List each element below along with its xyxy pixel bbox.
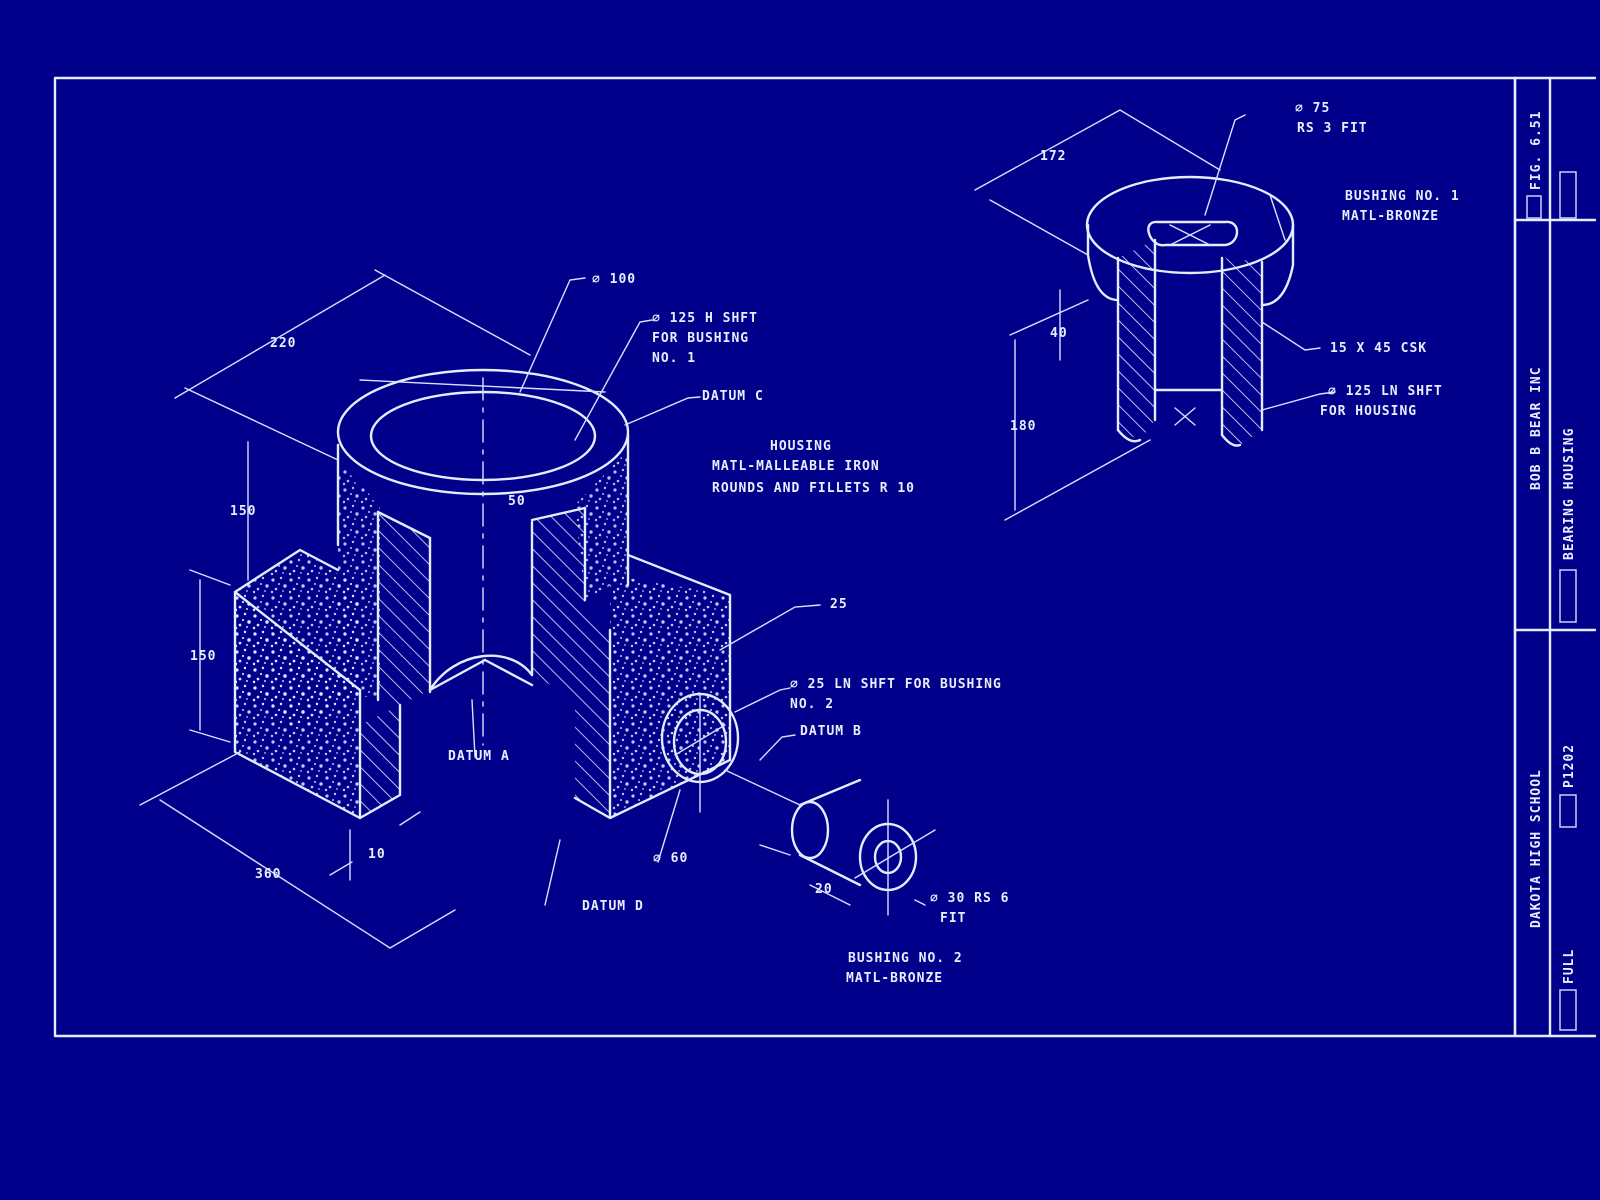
label-dim-10: 10 [368,847,386,862]
label-dim-40: 40 [1050,326,1068,341]
label-fit-b1-2: RS 3 FIT [1297,121,1368,136]
label-dim-20: 20 [815,882,833,897]
label-dim-220: 220 [270,336,296,351]
label-dia-60: ⌀ 60 [653,851,688,866]
label-fit-b1-1: ⌀ 75 [1295,101,1330,116]
housing-section-left [360,512,430,818]
label-csk: 15 X 45 CSK [1330,341,1427,356]
label-dim-172: 172 [1040,149,1066,164]
note-bushing2-shaft-2: NO. 2 [790,697,834,712]
title-scale: FULL [1562,949,1577,984]
bushing1-drawing [974,109,1336,521]
label-datum-a: DATUM A [448,749,510,764]
note-housing-3: ROUNDS AND FILLETS R 10 [712,481,915,496]
label-bushing1-1: BUSHING NO. 1 [1345,189,1460,204]
label-datum-d: DATUM D [582,899,644,914]
label-dim-50: 50 [508,494,526,509]
label-dim-180: 180 [1010,419,1036,434]
label-datum-c: DATUM C [702,389,764,404]
label-dim-150-left: 150 [190,649,216,664]
label-dia-100: ⌀ 100 [592,272,636,287]
label-dim-25: 25 [830,597,848,612]
title-sheet: P1202 [1562,744,1577,788]
bushing1-section-right [1222,258,1262,445]
title-part: BEARING HOUSING [1562,428,1577,560]
label-datum-b: DATUM B [800,724,862,739]
title-school: DAKOTA HIGH SCHOOL [1529,769,1544,928]
housing-section-right [532,508,610,818]
note-housing-shaft-1: ⌀ 125 LN SHFT [1328,384,1443,399]
note-bushing1-shaft-3: NO. 1 [652,351,696,366]
bushing2-drawing [724,769,936,916]
label-fit-b2-1: ⌀ 30 RS 6 [930,891,1009,906]
housing-left-front-face [235,592,360,818]
housing-drawing [139,269,821,949]
note-housing-shaft-2: FOR HOUSING [1320,404,1417,419]
label-bushing2-2: MATL-BRONZE [846,971,943,986]
label-bushing1-2: MATL-BRONZE [1342,209,1439,224]
note-housing-2: MATL-MALLEABLE IRON [712,459,880,474]
sheet-border [53,76,1517,1038]
label-dim-360: 360 [255,867,281,882]
bushing2-annotations: 20 ⌀ 30 RS 6 FIT BUSHING NO. 2 MATL-BRON… [815,882,1009,986]
note-bushing1-shaft-2: FOR BUSHING [652,331,749,346]
title-company: BOB B BEAR INC [1529,366,1544,490]
housing-annotations: ⌀ 100 ⌀ 125 H SHFT FOR BUSHING NO. 1 DAT… [190,272,1002,914]
title-block: FIG. 6.51 BOB B BEAR INC BEARING HOUSING… [1513,76,1597,1038]
note-bushing2-shaft-1: ⌀ 25 LN SHFT FOR BUSHING [790,677,1002,692]
bushing1-annotations: 172 ⌀ 75 RS 3 FIT BUSHING NO. 1 MATL-BRO… [1010,101,1460,434]
bushing1-section-left [1118,240,1155,440]
title-fig: FIG. 6.51 [1529,111,1544,190]
label-fit-b2-2: FIT [940,911,966,926]
label-dim-150-upper: 150 [230,504,256,519]
note-bushing1-shaft-1: ⌀ 125 H SHFT [652,311,758,326]
note-housing-1: HOUSING [770,439,832,454]
label-bushing2-1: BUSHING NO. 2 [848,951,963,966]
